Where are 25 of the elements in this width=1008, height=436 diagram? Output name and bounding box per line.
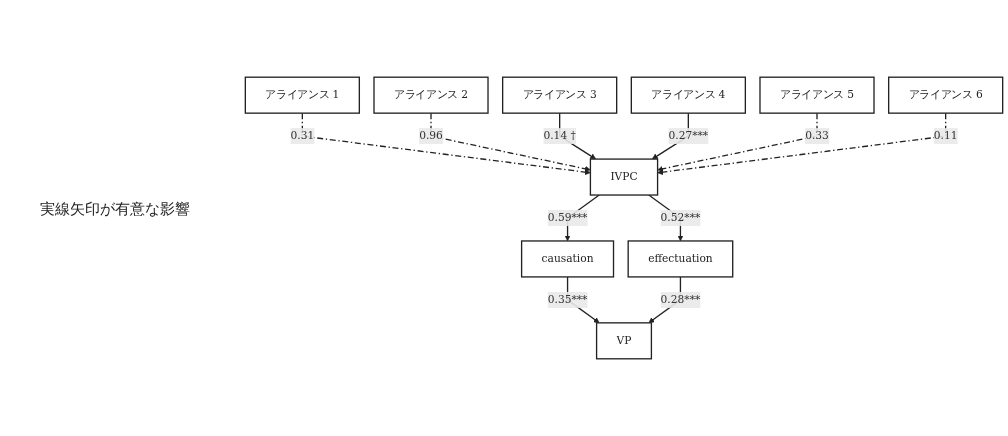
edge-label: 0.27*** xyxy=(668,129,709,143)
edge-label: 0.52*** xyxy=(660,211,701,224)
edge-label: 0.59*** xyxy=(547,211,588,224)
arrow xyxy=(657,112,947,175)
edge-label: 0.14 † xyxy=(543,129,576,143)
edge-label: 0.35*** xyxy=(547,293,588,306)
node-box: causation xyxy=(520,240,615,278)
node-box: アライアンス 5 xyxy=(759,76,875,114)
node-box: アライアンス 2 xyxy=(373,76,489,114)
edge-label: 0.96 xyxy=(419,129,443,143)
note-text: 実線矢印が有意な影響 xyxy=(40,200,190,219)
node-box: アライアンス 4 xyxy=(630,76,746,114)
node-box: アライアンス 3 xyxy=(502,76,618,114)
edge-label: 0.31 xyxy=(290,129,315,143)
node-box: アライアンス 1 xyxy=(244,76,360,114)
node-box: アライアンス 6 xyxy=(888,76,1004,114)
node-box: effectuation xyxy=(627,240,734,278)
arrow xyxy=(430,112,591,172)
edge-label: 0.28*** xyxy=(660,293,701,306)
arrow xyxy=(657,112,818,172)
node-box: IVPC xyxy=(589,158,659,196)
node-box: VP xyxy=(595,322,653,360)
edge-label: 0.33 xyxy=(805,129,829,143)
edge-label: 0.11 xyxy=(933,129,958,143)
arrow xyxy=(301,112,591,175)
